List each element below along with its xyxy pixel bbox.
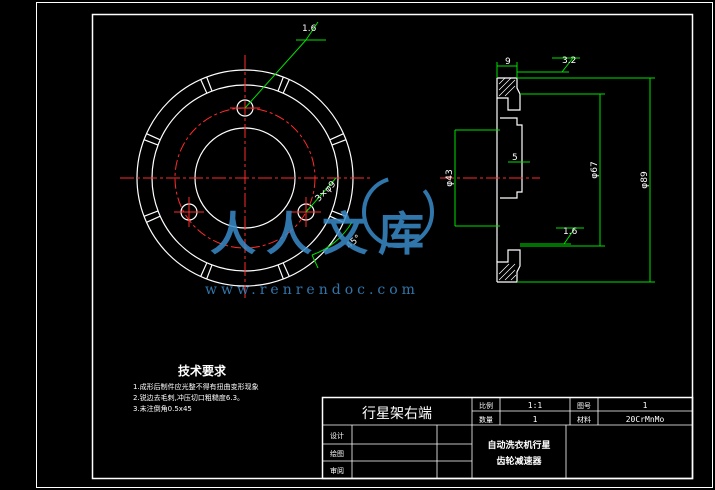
- sheet-outer-border: [36, 2, 713, 488]
- finish-mark-3: 1.6: [563, 227, 578, 237]
- ring-slot-edge: [146, 215, 161, 223]
- review-label: 审阅: [330, 466, 344, 475]
- project-line-2: 齿轮减速器: [496, 455, 542, 467]
- notes-item-2: 2.锐边去毛刺,冲压切口粗糙度6.3。: [133, 393, 244, 402]
- dim-dia-inner: φ43: [445, 169, 455, 186]
- finish-mark-1: 1.6: [302, 24, 317, 34]
- ring-slot-edge: [143, 139, 159, 146]
- ring-slot-edge: [206, 76, 213, 92]
- ring-slot-edge: [143, 210, 159, 217]
- notes-item-1: 1.成形后制件应光整不得有扭曲变形现象: [133, 382, 259, 391]
- drawing-no-value: 1: [643, 401, 648, 410]
- ring-slot-edge: [329, 133, 344, 141]
- ring-slot-edge: [277, 264, 284, 280]
- side-view: [496, 77, 523, 283]
- ring-slot-edge: [277, 76, 284, 92]
- ring-slot-edge: [331, 139, 347, 146]
- front-dimensions: [244, 21, 353, 269]
- notes-title: 技术要求: [178, 363, 227, 378]
- material-label: 材料: [577, 415, 591, 424]
- material-value: 20CrMnMo: [626, 415, 665, 424]
- ring-slots: [143, 76, 347, 280]
- ring-slot-edge: [200, 79, 208, 94]
- dim-width-top: 9: [505, 57, 511, 67]
- title-block: [321, 396, 694, 480]
- drawing-no-label: 图号: [577, 402, 591, 410]
- draw-label: 绘图: [330, 449, 344, 458]
- side-dimensions: [454, 57, 655, 283]
- dim-dia-outer: φ89: [640, 171, 650, 189]
- project-line-1: 自动洗衣机行星: [487, 439, 550, 451]
- ring-slot-edge: [282, 262, 290, 277]
- watermark-text: 人人文库: [210, 207, 434, 261]
- ring-slot-edge: [329, 215, 344, 223]
- front-centerlines: [120, 55, 370, 298]
- ring-slot-edge: [282, 79, 290, 94]
- technical-notes: 技术要求 1.成形后制件应光整不得有扭曲变形现象 2.锐边去毛刺,冲压切口粗糙度…: [133, 363, 259, 413]
- scale-label: 比例: [479, 401, 493, 410]
- finish-mark-2: 3.2: [562, 56, 576, 66]
- qty-label: 数量: [479, 415, 493, 424]
- watermark: 人人文库 www.renrendoc.com: [205, 176, 434, 298]
- qty-value: 1: [533, 415, 538, 424]
- watermark-url: www.renrendoc.com: [205, 282, 419, 298]
- ring-slot-edge: [331, 210, 347, 217]
- design-label: 设计: [330, 431, 344, 440]
- ring-slot-edge: [200, 262, 208, 277]
- ring-slot-edge: [146, 133, 161, 141]
- part-name: 行星架右端: [362, 406, 432, 422]
- dim-dia-mid: φ67: [590, 161, 600, 178]
- dim-step: 5: [512, 153, 518, 163]
- scale-value: 1:1: [528, 401, 543, 410]
- notes-item-3: 3.未注倒角0.5x45: [133, 404, 192, 413]
- ring-slot-edge: [206, 264, 213, 280]
